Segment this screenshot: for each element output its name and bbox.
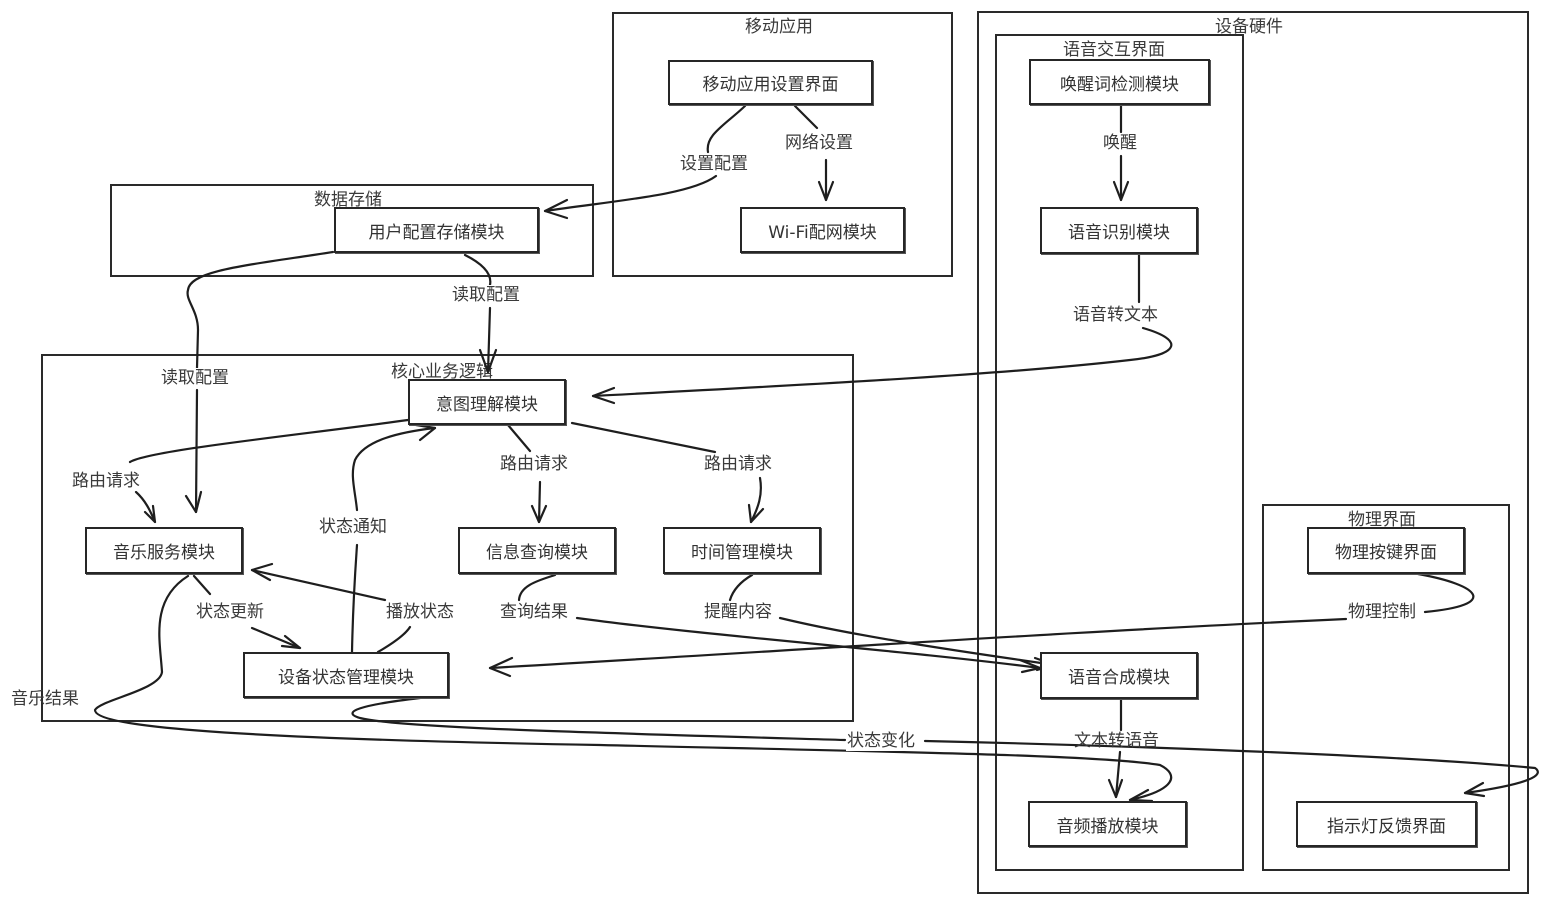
node-wake-word[interactable]: 唤醒词检测模块 xyxy=(1029,59,1210,105)
edge-label-music-to-audio: 音乐结果 xyxy=(11,689,79,709)
node-physical-keys[interactable]: 物理按键界面 xyxy=(1307,527,1465,574)
edge-label-asr-to-intent: 语音转文本 xyxy=(1072,305,1159,325)
edge-label-settings-to-store: 设置配置 xyxy=(679,154,749,174)
edge-settings-to-store xyxy=(543,104,747,213)
edge-music-to-audio xyxy=(93,574,1173,802)
edge-label-wake-to-asr: 唤醒 xyxy=(1102,133,1138,153)
group-voice-ui xyxy=(995,34,1244,871)
arrowhead-settings-to-wifi xyxy=(817,180,835,202)
node-speech-synthesis[interactable]: 语音合成模块 xyxy=(1040,652,1198,699)
group-device-hardware xyxy=(977,11,1529,894)
edge-label-time-to-tts: 提醒内容 xyxy=(703,602,773,622)
edge-store-to-music xyxy=(186,250,335,514)
arrowhead-intent-to-info xyxy=(530,504,548,524)
edge-tts-to-audio xyxy=(1114,698,1123,799)
group-title-voice-ui: 语音交互界面 xyxy=(1063,40,1165,60)
node-music-service[interactable]: 音乐服务模块 xyxy=(85,527,243,574)
edge-label-store-to-intent: 读取配置 xyxy=(451,285,521,305)
edge-intent-to-info xyxy=(506,423,542,524)
arrowhead-wake-to-asr xyxy=(1112,180,1130,202)
node-mobile-settings[interactable]: 移动应用设置界面 xyxy=(668,60,873,105)
edge-label-tts-to-audio: 文本转语音 xyxy=(1074,731,1159,751)
edge-label-intent-to-info: 路由请求 xyxy=(499,454,569,474)
edge-state-to-light xyxy=(351,696,1539,795)
arrowhead-asr-to-intent xyxy=(591,386,616,405)
arrowhead-state-to-music xyxy=(250,562,274,582)
arrowhead-intent-to-music xyxy=(143,504,157,524)
edge-intent-to-time xyxy=(570,421,762,524)
edge-label-settings-to-wifi: 网络设置 xyxy=(784,133,854,153)
group-mobile-app xyxy=(612,12,953,277)
edge-label-keys-to-state: 物理控制 xyxy=(1347,602,1417,622)
arrowhead-store-to-music xyxy=(184,490,203,514)
edge-music-to-state xyxy=(192,574,302,650)
arrowhead-state-to-light xyxy=(1463,781,1486,798)
node-info-query[interactable]: 信息查询模块 xyxy=(458,527,616,574)
arrowhead-store-to-intent xyxy=(478,348,498,374)
edge-asr-to-intent xyxy=(591,252,1173,398)
arrowhead-music-to-state xyxy=(280,634,302,650)
group-data-storage xyxy=(110,184,594,277)
node-user-config-store[interactable]: 用户配置存储模块 xyxy=(334,207,539,253)
arrowhead-settings-to-store xyxy=(543,198,569,220)
node-wifi-module[interactable]: Wi-Fi配网模块 xyxy=(740,207,905,253)
edge-label-intent-to-music: 路由请求 xyxy=(71,471,141,491)
arrowhead-keys-to-state xyxy=(488,656,514,678)
edge-store-to-intent xyxy=(463,253,492,374)
node-device-state[interactable]: 设备状态管理模块 xyxy=(243,652,449,698)
edge-state-to-intent xyxy=(350,426,437,654)
edge-info-to-tts xyxy=(517,573,1042,670)
node-time-mgmt[interactable]: 时间管理模块 xyxy=(663,527,821,574)
edge-intent-to-music xyxy=(128,418,410,524)
node-intent-module[interactable]: 意图理解模块 xyxy=(408,379,566,425)
edge-label-intent-to-time: 路由请求 xyxy=(703,454,773,474)
edge-label-state-to-music: 播放状态 xyxy=(385,602,455,622)
edge-label-state-to-light: 状态变化 xyxy=(846,731,916,751)
edge-label-music-to-state: 状态更新 xyxy=(195,602,265,622)
edge-label-state-to-intent: 状态通知 xyxy=(318,517,388,537)
edge-settings-to-wifi xyxy=(793,104,828,202)
group-physical-ui xyxy=(1262,504,1510,871)
edge-label-store-to-music: 读取配置 xyxy=(160,368,230,388)
group-core-logic xyxy=(41,354,854,722)
arrowhead-tts-to-audio xyxy=(1107,778,1124,799)
group-title-data-storage: 数据存储 xyxy=(314,190,382,210)
edge-label-info-to-tts: 查询结果 xyxy=(499,602,569,622)
arrowhead-state-to-intent xyxy=(414,423,437,442)
node-indicator-light[interactable]: 指示灯反馈界面 xyxy=(1296,801,1477,847)
group-title-device-hardware: 设备硬件 xyxy=(1215,17,1283,37)
edge-keys-to-state xyxy=(488,572,1475,670)
group-title-physical-ui: 物理界面 xyxy=(1348,510,1416,530)
node-audio-playback[interactable]: 音频播放模块 xyxy=(1028,801,1187,847)
group-title-mobile-app: 移动应用 xyxy=(745,17,813,37)
arrowhead-intent-to-time xyxy=(747,503,765,524)
group-title-core-logic: 核心业务逻辑 xyxy=(391,362,493,382)
node-speech-recognition[interactable]: 语音识别模块 xyxy=(1040,207,1198,254)
edge-state-to-music xyxy=(250,568,412,654)
arrowhead-music-to-audio xyxy=(1128,788,1154,803)
